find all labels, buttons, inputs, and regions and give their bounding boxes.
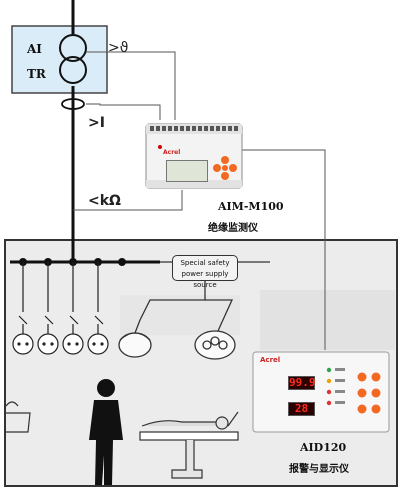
signal-wire [73, 190, 183, 211]
signal-wire [86, 51, 176, 120]
socket-icons [12, 333, 109, 355]
transformer-coil [59, 34, 87, 62]
aid120-brand: Acrel [260, 356, 281, 364]
supply-line1: Special safety [180, 259, 230, 267]
surgical-lamp-icon [118, 281, 236, 360]
person-icon [89, 379, 123, 485]
aim-m100-name: AIM-M100 [218, 200, 284, 213]
aid120-subtitle: 报警与显示仪 [289, 464, 349, 475]
socket-holes [17, 342, 104, 346]
branch-circuits [18, 262, 104, 334]
aim-m100-subtitle: 绝缘监测仪 [208, 223, 258, 234]
aim-m100-brand: Acrel [163, 149, 181, 156]
transformer-label: AI TR [27, 37, 46, 87]
aid120-reading-bottom: 28 [288, 402, 315, 416]
transformer-box [11, 25, 108, 94]
aim-m100-screen [166, 160, 208, 182]
supply-line2: power supply source [181, 270, 229, 289]
current-symbol: >I [88, 115, 105, 131]
room-texture [260, 290, 395, 350]
safety-supply-box: Special safety power supply source [172, 255, 238, 289]
transformer-label-line2: TR [27, 67, 46, 81]
sink-icon [5, 401, 31, 433]
aid120-name: AID120 [300, 441, 347, 454]
insulation-symbol: <kΩ [88, 193, 121, 209]
signal-wire [86, 103, 161, 120]
aid120-reading-top: 99.9 [288, 376, 316, 390]
operating-table-icon [139, 411, 239, 479]
signal-wire [232, 149, 326, 350]
current-sensor-icon [61, 98, 85, 110]
transformer-label-line1: AI [27, 42, 42, 56]
room-texture [120, 295, 240, 335]
transformer-coil [59, 56, 87, 84]
aid120-device [252, 351, 390, 433]
temperature-symbol: >ϑ [108, 40, 129, 56]
